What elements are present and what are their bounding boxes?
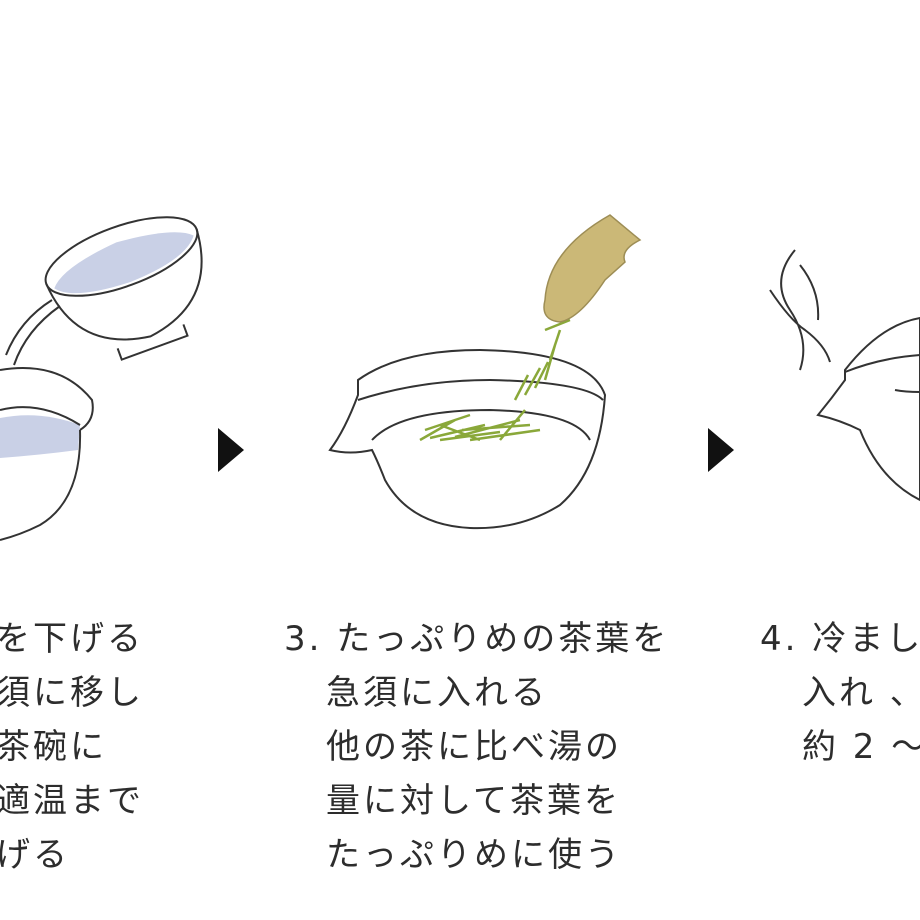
tea-packet (543, 214, 642, 323)
step-3-line: たっぷりめに使う (326, 835, 622, 875)
kyusu-leaves-illustration (328, 214, 642, 530)
kyusu-body (328, 348, 607, 530)
steaming-kyusu-illustration (769, 249, 920, 502)
step-2-line: 茶碗に (0, 727, 107, 767)
water-stream (5, 299, 61, 366)
step-4-instructions: 4. 冷ました 入れ 、 約 2 ～ (760, 612, 920, 774)
step-2-instructions: を下げる 須に移し 茶碗に 適温まで げる (0, 612, 144, 882)
step-4-line: 約 2 ～ (802, 727, 920, 767)
receiving-bowl-water (0, 415, 80, 458)
step-2-line: 須に移し (0, 673, 144, 713)
kyusu-inner (371, 408, 591, 441)
step-3-line: 急須に入れる (326, 673, 548, 713)
step-2-line: げる (0, 835, 70, 875)
next-arrow-1 (218, 428, 244, 472)
pouring-illustration (0, 216, 203, 541)
step-4-line: 入れ 、 (802, 673, 920, 713)
step-4-number: 4. (760, 619, 799, 659)
step-3-number: 3. (284, 619, 323, 659)
step-2-line: 適温まで (0, 781, 144, 821)
step-3-instructions: 3. たっぷりめの茶葉を 急須に入れる 他の茶に比べ湯の 量に対して茶葉を たっ… (284, 612, 669, 882)
kyusu-body-right (816, 316, 920, 502)
step-4-line: 冷ました (812, 619, 920, 659)
step-3-line: 量に対して茶葉を (326, 781, 621, 821)
next-arrow-2 (708, 428, 734, 472)
receiving-bowl (0, 367, 94, 541)
kyusu-rim (357, 378, 604, 401)
step-3-line: 他の茶に比べ湯の (326, 727, 622, 767)
step-3-line: たっぷりめの茶葉を (336, 619, 670, 659)
tea-leaves (419, 295, 571, 442)
tilted-cup (44, 216, 203, 361)
step-2-line: を下げる (0, 619, 144, 659)
kyusu-rim-right (844, 354, 920, 373)
steam-lines (769, 249, 831, 371)
